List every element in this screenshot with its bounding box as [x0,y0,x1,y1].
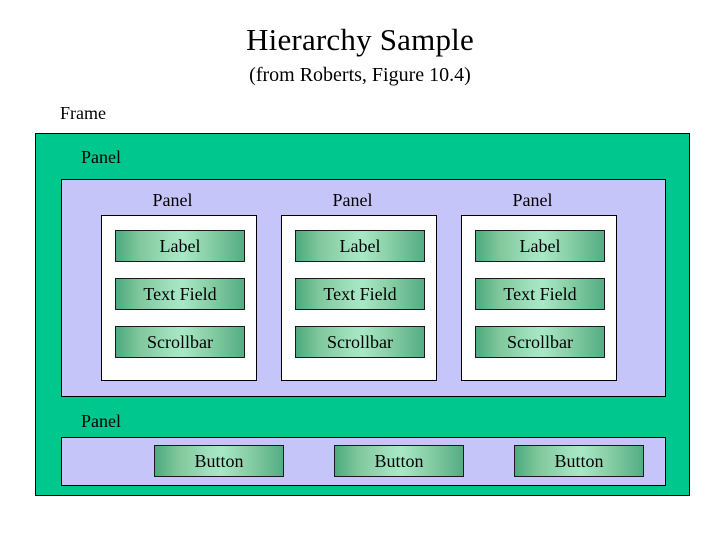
widget-label-3[interactable]: Label [475,230,605,262]
sub-panel-3-label: Panel [512,190,553,210]
widget-label-2[interactable]: Label [295,230,425,262]
widget-text-field-3[interactable]: Text Field [475,278,605,310]
top-panel-label: Panel [81,147,121,167]
widget-scrollbar-2[interactable]: Scrollbar [295,326,425,358]
widget-scrollbar-3[interactable]: Scrollbar [475,326,605,358]
button-1[interactable]: Button [154,445,284,477]
sub-panel-1: Panel Label Text Field Scrollbar [80,180,265,398]
bottom-panel-label: Panel [81,411,121,431]
sub-panel-2-label: Panel [332,190,373,210]
widget-scrollbar-1[interactable]: Scrollbar [115,326,245,358]
page-subtitle: (from Roberts, Figure 10.4) [249,64,471,86]
bottom-panel: Button Button Button [61,437,666,486]
sub-panel-2-box: Label Text Field Scrollbar [281,215,437,381]
sub-panel-3-box: Label Text Field Scrollbar [461,215,617,381]
page-title: Hierarchy Sample [246,22,474,57]
sub-panel-3: Panel Label Text Field Scrollbar [440,180,625,398]
title-block: Hierarchy Sample (from Roberts, Figure 1… [0,22,720,88]
top-panel: Panel Label Text Field Scrollbar Panel L… [61,179,666,397]
sub-panel-1-box: Label Text Field Scrollbar [101,215,257,381]
widget-text-field-1[interactable]: Text Field [115,278,245,310]
frame-container: Panel Panel Label Text Field Scrollbar P… [35,133,690,496]
frame-label: Frame [60,103,106,123]
button-3[interactable]: Button [514,445,644,477]
widget-text-field-2[interactable]: Text Field [295,278,425,310]
sub-panel-1-label: Panel [152,190,193,210]
widget-label-1[interactable]: Label [115,230,245,262]
sub-panel-2: Panel Label Text Field Scrollbar [260,180,445,398]
button-2[interactable]: Button [334,445,464,477]
